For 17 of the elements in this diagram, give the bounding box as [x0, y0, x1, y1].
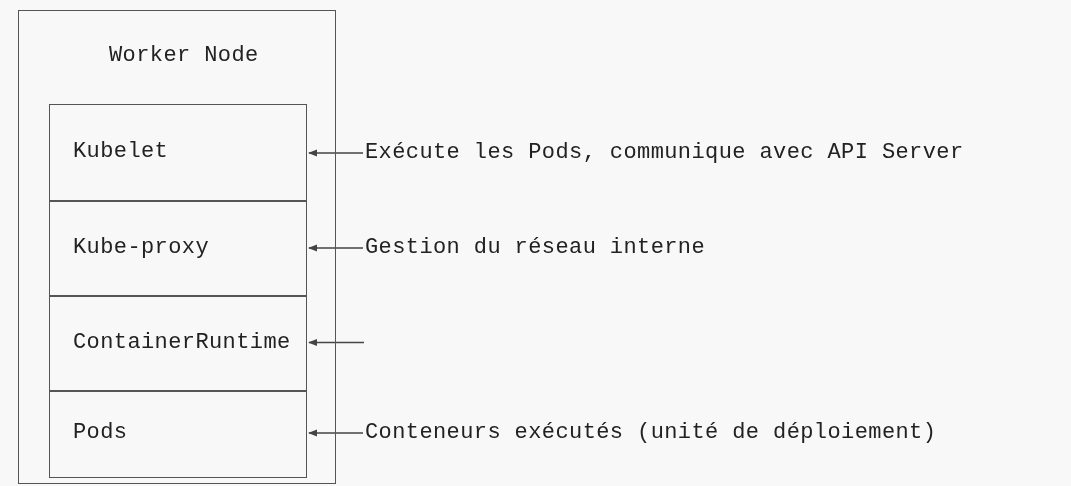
arrow — [308, 338, 365, 347]
annotation-text: Gestion du réseau interne — [365, 233, 745, 263]
arrow — [308, 244, 364, 252]
component-label: Kube-proxy — [73, 234, 210, 260]
component-label: Kubelet — [73, 139, 169, 164]
annotation-text: Conteneurs exécutés (unité de déploiement) — [365, 418, 965, 448]
worker-node-box — [18, 10, 336, 484]
annotation-text: Exécute les Pods, communique avec API Server — [365, 138, 1005, 168]
node-title: Worker Node — [109, 43, 259, 68]
component-section — [49, 390, 307, 478]
arrow — [308, 429, 364, 437]
component-section — [49, 104, 307, 202]
component-section — [49, 295, 307, 392]
component-section — [49, 200, 307, 297]
component-label: ContainerRuntime — [73, 329, 291, 355]
arrow — [308, 149, 364, 157]
component-label: Pods — [73, 420, 128, 445]
